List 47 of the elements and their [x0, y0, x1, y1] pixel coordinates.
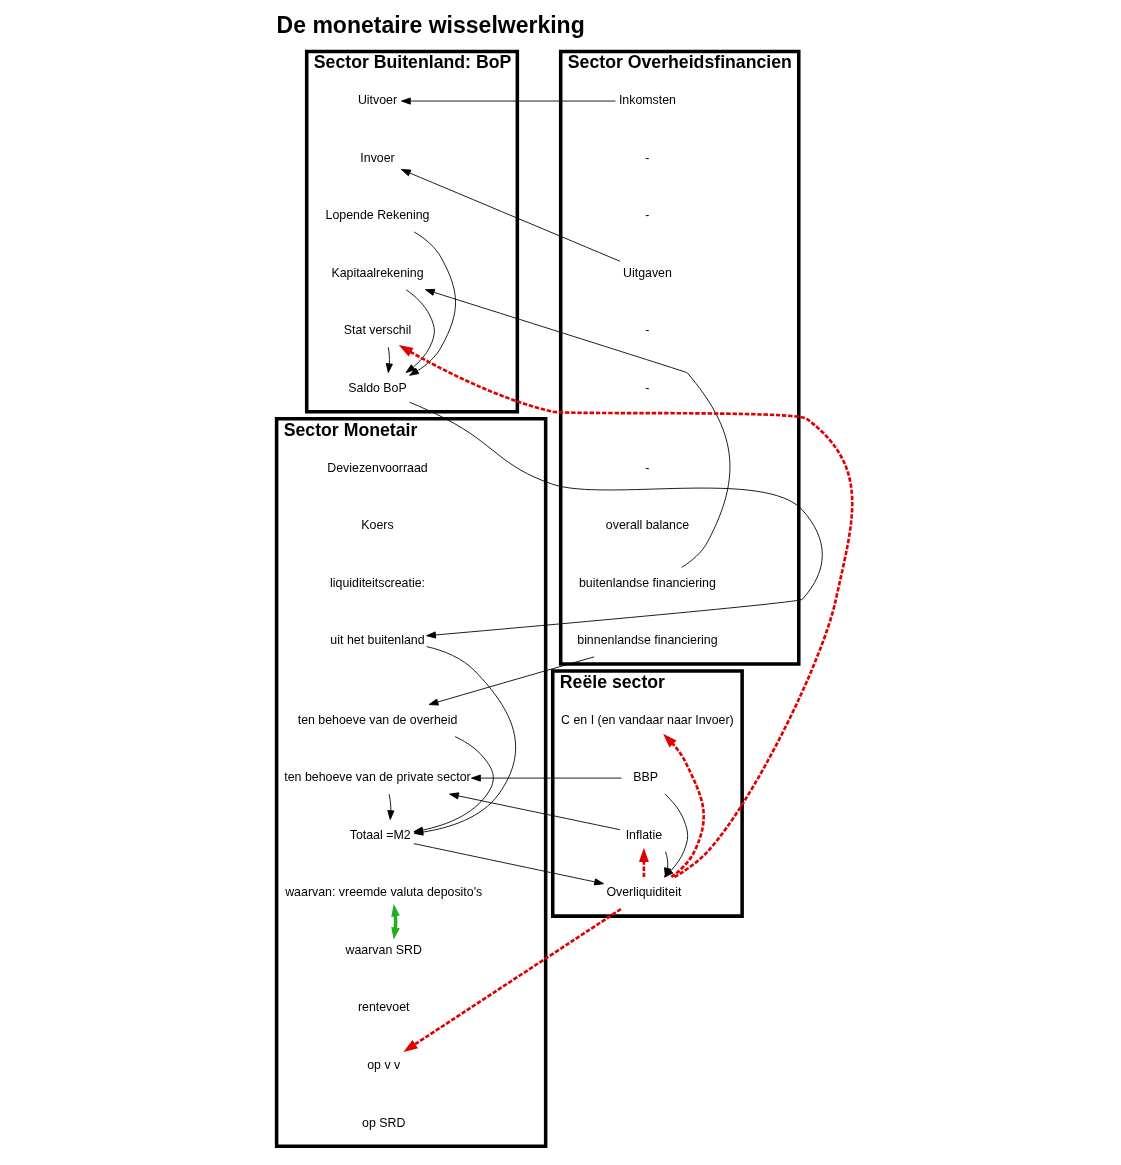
node-text: rentevoet — [357, 1000, 410, 1015]
node-text: Totaal =M2 — [349, 827, 411, 842]
arrow — [408, 401, 823, 639]
node-text: C en I (en vandaar naar Invoer) — [560, 712, 734, 727]
node-text: buitenlandse financiering — [578, 575, 716, 590]
node-text: Saldo BoP — [347, 380, 407, 395]
node-text: Inflatie — [625, 827, 662, 842]
arrow — [638, 847, 649, 878]
arrow — [386, 793, 394, 820]
node-text: Uitgaven — [622, 265, 672, 280]
arrow — [448, 792, 620, 831]
node-text: overall balance — [605, 518, 689, 533]
node-text: BBP — [632, 770, 658, 785]
arrow — [402, 908, 622, 1052]
node-text: Uitvoer — [357, 93, 397, 108]
arrow — [412, 843, 604, 886]
node-text: - — [644, 150, 649, 165]
node-text: Lopende Rekening — [325, 208, 429, 223]
arrow — [424, 288, 730, 568]
arrow — [400, 97, 616, 105]
node-text: liquiditeitscreatie: — [329, 575, 425, 590]
arrow — [400, 169, 620, 262]
arrow — [408, 231, 456, 376]
arrow — [428, 656, 595, 706]
node-text: Invoer — [359, 150, 395, 165]
node-text: Koers — [360, 518, 394, 533]
node-text: Kapitaalrekening — [330, 265, 424, 280]
node-text: - — [644, 323, 649, 338]
node-text: - — [644, 460, 649, 475]
node-text: ten behoeve van de private sector — [283, 770, 471, 785]
node-text: Deviezenvoorraad — [326, 460, 428, 475]
node-text: Inkomsten — [618, 93, 676, 108]
arrow — [385, 346, 393, 374]
node-text: - — [644, 208, 649, 223]
node-text: op SRD — [361, 1115, 405, 1130]
node-text: uit het buitenland — [329, 633, 425, 648]
node-text: - — [644, 380, 649, 395]
node-text: op v v — [366, 1057, 400, 1072]
node-text: binnenlandse financiering — [576, 633, 718, 648]
arrow — [405, 289, 435, 373]
node-text: Stat verschil — [343, 323, 411, 338]
node-text: waarvan: vreemde valuta deposito's — [284, 885, 482, 900]
node-text: ten behoeve van de overheid — [297, 712, 457, 727]
arrow — [470, 774, 622, 782]
diagram-title: De monetaire wisselwerking — [276, 11, 585, 38]
node-text: Overliquiditeit — [605, 885, 681, 900]
node-text: waarvan SRD — [345, 942, 422, 957]
